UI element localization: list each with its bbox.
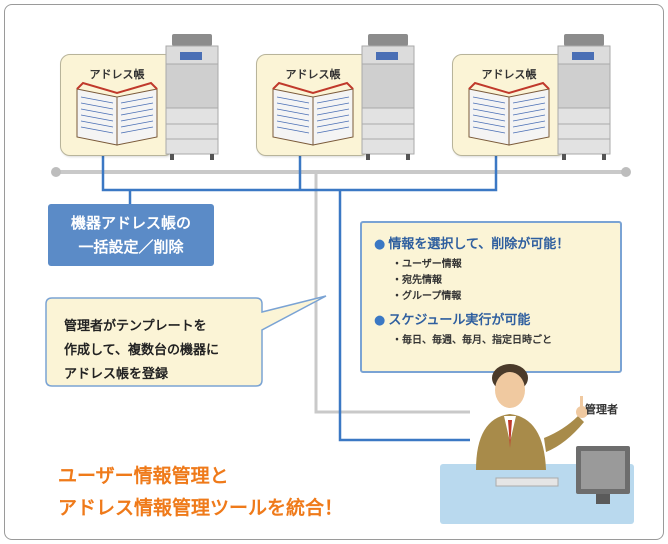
bullet-icon: ● xyxy=(374,313,386,328)
feature-item: ・毎日、毎週、毎月、指定日時ごと xyxy=(392,335,552,346)
feature-item: ・宛先情報 xyxy=(392,275,442,286)
address-book-note-3: アドレス帳 xyxy=(452,54,566,156)
open-book-icon xyxy=(468,81,550,146)
feature-schedule-title: スケジュール実行が可能 xyxy=(388,313,531,328)
callout-line1: 管理者がテンプレートを xyxy=(64,319,207,334)
feature-item: ・グループ情報 xyxy=(392,291,462,302)
admin-network-line xyxy=(314,172,470,414)
address-book-label: アドレス帳 xyxy=(285,68,341,81)
bulk-settings-line2: 一括設定／削除 xyxy=(78,238,184,256)
feature-delete-heading: ●情報を選択して、削除が可能！ xyxy=(374,233,620,252)
administrator-illustration xyxy=(440,364,634,524)
feature-box: ●情報を選択して、削除が可能！ ・ユーザー情報 ・宛先情報 ・グループ情報 ●ス… xyxy=(360,221,622,373)
administrator-label: 管理者 xyxy=(585,403,618,416)
address-book-label: アドレス帳 xyxy=(481,68,537,81)
open-book-icon xyxy=(76,81,158,146)
printer-icon xyxy=(361,34,415,160)
headline: ユーザー情報管理と アドレス情報管理ツールを統合！ xyxy=(58,460,343,524)
address-book-note-1: アドレス帳 xyxy=(60,54,174,156)
address-book-label: アドレス帳 xyxy=(89,68,145,81)
headline-line2: アドレス情報管理ツールを統合！ xyxy=(58,497,344,519)
feature-delete-title: 情報を選択して、削除が可能！ xyxy=(388,237,570,252)
printer-icon xyxy=(557,34,611,160)
open-book-icon xyxy=(272,81,354,146)
callout-line2: 作成して、複数台の機器に xyxy=(64,343,219,358)
printer-icon xyxy=(165,34,219,160)
feature-item: ・ユーザー情報 xyxy=(392,259,462,270)
headline-line1: ユーザー情報管理と xyxy=(58,465,229,487)
bus-end-left xyxy=(51,167,61,177)
bulk-settings-line1: 機器アドレス帳の xyxy=(70,214,191,232)
callout-text: 管理者がテンプレートを 作成して、複数台の機器に アドレス帳を登録 xyxy=(64,315,219,387)
address-book-note-2: アドレス帳 xyxy=(256,54,370,156)
bus-end-right xyxy=(621,167,631,177)
blue-link-admin xyxy=(338,190,470,442)
bullet-icon: ● xyxy=(374,237,386,252)
bulk-settings-box: 機器アドレス帳の 一括設定／削除 xyxy=(48,204,214,266)
callout-bubble xyxy=(45,295,327,387)
callout-line3: アドレス帳を登録 xyxy=(64,367,169,382)
feature-schedule-heading: ●スケジュール実行が可能 xyxy=(374,309,620,328)
